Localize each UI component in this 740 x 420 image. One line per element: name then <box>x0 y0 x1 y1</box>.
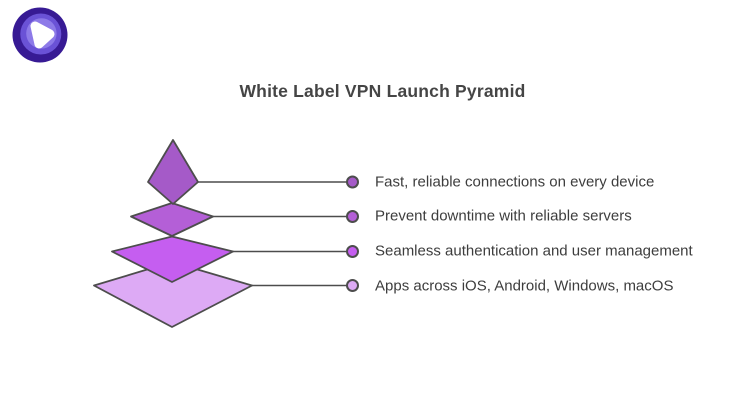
layer-label-4: Apps across iOS, Android, Windows, macOS <box>375 277 674 295</box>
logo-core-shape <box>30 21 55 49</box>
page-title: White Label VPN Launch Pyramid <box>239 81 526 101</box>
connector-dot-4 <box>346 279 359 292</box>
pyramid-layer-3 <box>111 235 234 283</box>
layer-label-3: Seamless authentication and user managem… <box>375 242 693 260</box>
connector-dots <box>346 175 359 292</box>
pyramid-layer-1 <box>147 139 199 205</box>
connector-lines <box>198 181 347 287</box>
layer-label-2: Prevent downtime with reliable servers <box>375 207 632 225</box>
purevpn-logo <box>12 7 68 63</box>
connector-dot-2 <box>346 210 359 223</box>
pyramid-layer-2 <box>130 202 214 237</box>
pyramid-layer-4 <box>93 261 253 328</box>
connector-dot-3 <box>346 245 359 258</box>
layer-label-1: Fast, reliable connections on every devi… <box>375 173 655 191</box>
connector-dot-1 <box>346 175 359 189</box>
pyramid-layers <box>93 139 253 328</box>
